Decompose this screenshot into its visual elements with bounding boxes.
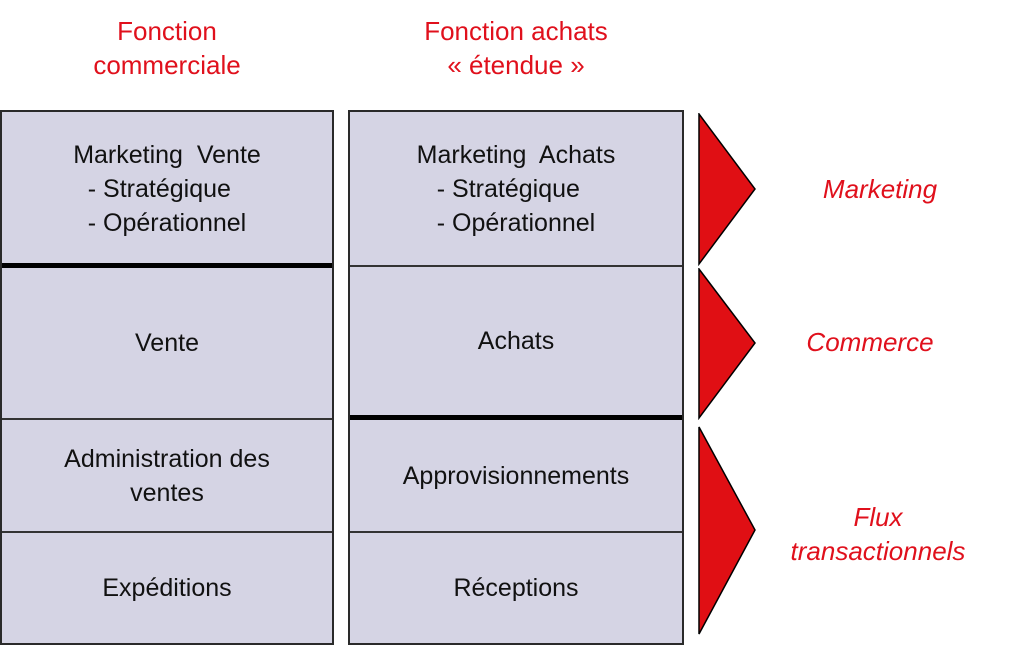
cell-heading: Marketing Achats [416, 140, 616, 169]
divider-thin [2, 418, 332, 420]
cell-text: Vente [135, 329, 199, 357]
cell-receptions: Réceptions [350, 533, 682, 643]
label-flux-transactionnels: Flux transactionnels [790, 502, 966, 566]
column-achats: Marketing Achats - Stratégique - Opérati… [348, 110, 684, 645]
cell-administration-des-ventes: Administration des ventes [2, 420, 332, 532]
cell-heading: Marketing Vente [73, 140, 261, 169]
cell-line: - Opérationnel [436, 208, 596, 237]
divider-thin [2, 531, 332, 533]
arrow-flux-icon [698, 426, 756, 635]
arrow-marketing-icon [698, 113, 756, 266]
cell-line: - Stratégique [436, 174, 580, 203]
divider-thin [350, 531, 682, 533]
label-marketing: Marketing [822, 174, 938, 204]
cell-line: - Stratégique [87, 174, 231, 203]
cell-text: Achats [477, 327, 555, 355]
cell-text: Réceptions [453, 574, 579, 602]
label-commerce: Commerce [806, 327, 934, 357]
cell-marketing-vente: Marketing Vente - Stratégique - Opératio… [2, 112, 332, 265]
cell-vente: Vente [2, 268, 332, 418]
arrow-commerce-icon [698, 268, 756, 420]
cell-line: - Opérationnel [87, 208, 247, 237]
divider-thick [350, 415, 682, 420]
column-title-commerciale: Fonction commerciale [93, 16, 241, 80]
cell-expeditions: Expéditions [2, 533, 332, 643]
cell-text: Expéditions [102, 574, 232, 602]
cell-marketing-achats: Marketing Achats - Stratégique - Opérati… [350, 112, 682, 265]
cell-approvisionnements: Approvisionnements [350, 420, 682, 531]
column-commerciale: Marketing Vente - Stratégique - Opératio… [0, 110, 334, 645]
cell-text: Approvisionnements [402, 461, 630, 490]
divider-thin [350, 265, 682, 267]
divider-thick [2, 263, 332, 268]
cell-text: Administration des ventes [64, 445, 270, 507]
column-title-achats: Fonction achats « étendue » [424, 16, 608, 80]
cell-achats: Achats [350, 267, 682, 415]
